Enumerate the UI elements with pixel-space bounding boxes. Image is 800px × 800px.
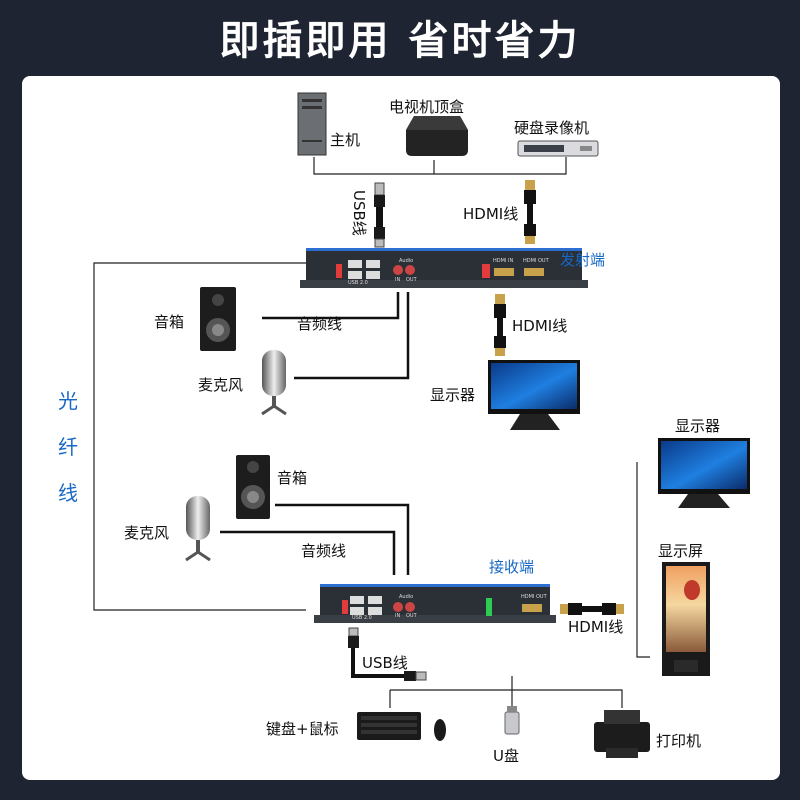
label-display-screen: 显示屏 xyxy=(658,542,704,560)
mouse-icon xyxy=(434,719,446,741)
label-fiber: 光纤线 xyxy=(58,389,78,505)
label-settop: 电视机顶盒 xyxy=(389,98,465,116)
label-monitor-right: 显示器 xyxy=(675,417,721,435)
label-kb-mouse: 键盘+鼠标 xyxy=(266,720,339,738)
rx-out-text: OUT xyxy=(406,613,417,619)
hdmi-cable-mid-icon xyxy=(494,294,506,356)
udisk-icon xyxy=(504,706,520,735)
tx-usb-text: USB 2.0 xyxy=(348,280,368,286)
keyboard-icon xyxy=(357,712,421,740)
dvr-icon xyxy=(517,140,599,157)
usb-cable-bottom-icon xyxy=(348,627,427,681)
label-mic-bottom: 麦克风 xyxy=(124,524,170,542)
label-usb-cable-bottom: USB线 xyxy=(362,654,408,672)
label-speaker-bottom: 音箱 xyxy=(277,469,308,487)
label-mic-top: 麦克风 xyxy=(198,376,244,394)
monitor-right-icon xyxy=(658,438,750,508)
tx-hdmi-in-text: HDMI IN xyxy=(493,258,514,264)
page-title: 即插即用 省时省力 xyxy=(219,18,581,64)
connection-lines xyxy=(93,157,650,712)
rx-in-text: IN xyxy=(395,613,401,619)
label-printer: 打印机 xyxy=(656,732,702,750)
transmitter-device xyxy=(300,248,588,288)
tx-in-text: IN xyxy=(395,277,401,283)
rx-usb-text: USB 2.0 xyxy=(352,615,372,621)
label-usb-cable-top: USB线 xyxy=(350,190,368,236)
printer-icon xyxy=(594,710,650,758)
hdmi-cable-bottom-icon xyxy=(560,603,624,615)
speaker-bottom-icon xyxy=(236,455,270,519)
tx-audio-text: Audio xyxy=(399,258,414,264)
label-audio-cable-bottom: 音频线 xyxy=(301,542,347,560)
receiver-device xyxy=(314,584,556,623)
microphone-bottom-icon xyxy=(185,496,211,562)
label-hdmi-cable-top: HDMI线 xyxy=(463,205,519,223)
rx-audio-text: Audio xyxy=(399,594,414,600)
tx-out-text: OUT xyxy=(406,277,417,283)
label-udisk: U盘 xyxy=(493,747,519,765)
tx-hdmi-out-text: HDMI OUT xyxy=(523,258,549,264)
audio-cable-top-icon xyxy=(262,292,410,380)
display-screen-icon xyxy=(662,562,710,676)
hdmi-cable-top-icon xyxy=(524,180,536,244)
label-speaker-top: 音箱 xyxy=(154,313,185,331)
label-monitor-top: 显示器 xyxy=(430,386,476,404)
monitor-top-icon xyxy=(488,360,580,430)
speaker-top-icon xyxy=(200,287,236,351)
rx-hdmi-out-text: HDMI OUT xyxy=(521,594,547,600)
usb-cable-top-icon xyxy=(374,182,385,248)
label-hdmi-cable-bottom: HDMI线 xyxy=(568,618,624,636)
label-dvr: 硬盘录像机 xyxy=(514,119,590,137)
microphone-top-icon xyxy=(261,350,287,416)
label-audio-cable-top: 音频线 xyxy=(297,315,343,333)
label-hdmi-cable-mid: HDMI线 xyxy=(512,317,568,335)
diagram-panel xyxy=(22,76,780,780)
label-host: 主机 xyxy=(330,131,361,149)
host-pc-icon xyxy=(297,92,327,156)
audio-cable-bottom-icon xyxy=(220,503,410,575)
settop-box-icon xyxy=(406,116,468,156)
label-receiver: 接收端 xyxy=(489,558,535,576)
label-transmitter: 发射端 xyxy=(560,251,606,269)
